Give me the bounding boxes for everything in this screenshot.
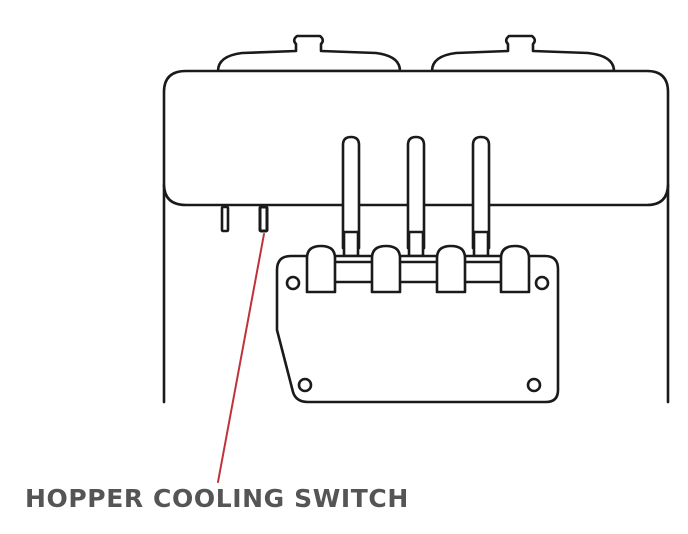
machine-body xyxy=(162,183,670,404)
right-hopper-lid xyxy=(430,34,616,73)
dispensing-handle-center xyxy=(406,135,426,258)
small-switch xyxy=(220,205,230,233)
dispensing-handle-left xyxy=(341,135,361,258)
door-screw-bottom-right xyxy=(526,377,542,393)
spigot-2 xyxy=(370,244,402,294)
door-screw-top-left xyxy=(285,275,301,291)
dispensing-handle-right xyxy=(471,135,491,258)
door-screw-bottom-left xyxy=(297,377,313,393)
hopper-cooling-switch xyxy=(258,205,269,233)
spigot-4 xyxy=(499,244,531,294)
callout-leader-line xyxy=(217,233,265,483)
door-screw-top-right xyxy=(534,275,550,291)
freezer-door-panel xyxy=(275,254,560,404)
spigot-crossbar xyxy=(328,260,512,284)
spigot-1 xyxy=(305,244,337,294)
left-hopper-lid xyxy=(216,34,402,73)
spigot-3 xyxy=(435,244,467,294)
callout-label: HOPPER COOLING SWITCH xyxy=(25,484,409,513)
